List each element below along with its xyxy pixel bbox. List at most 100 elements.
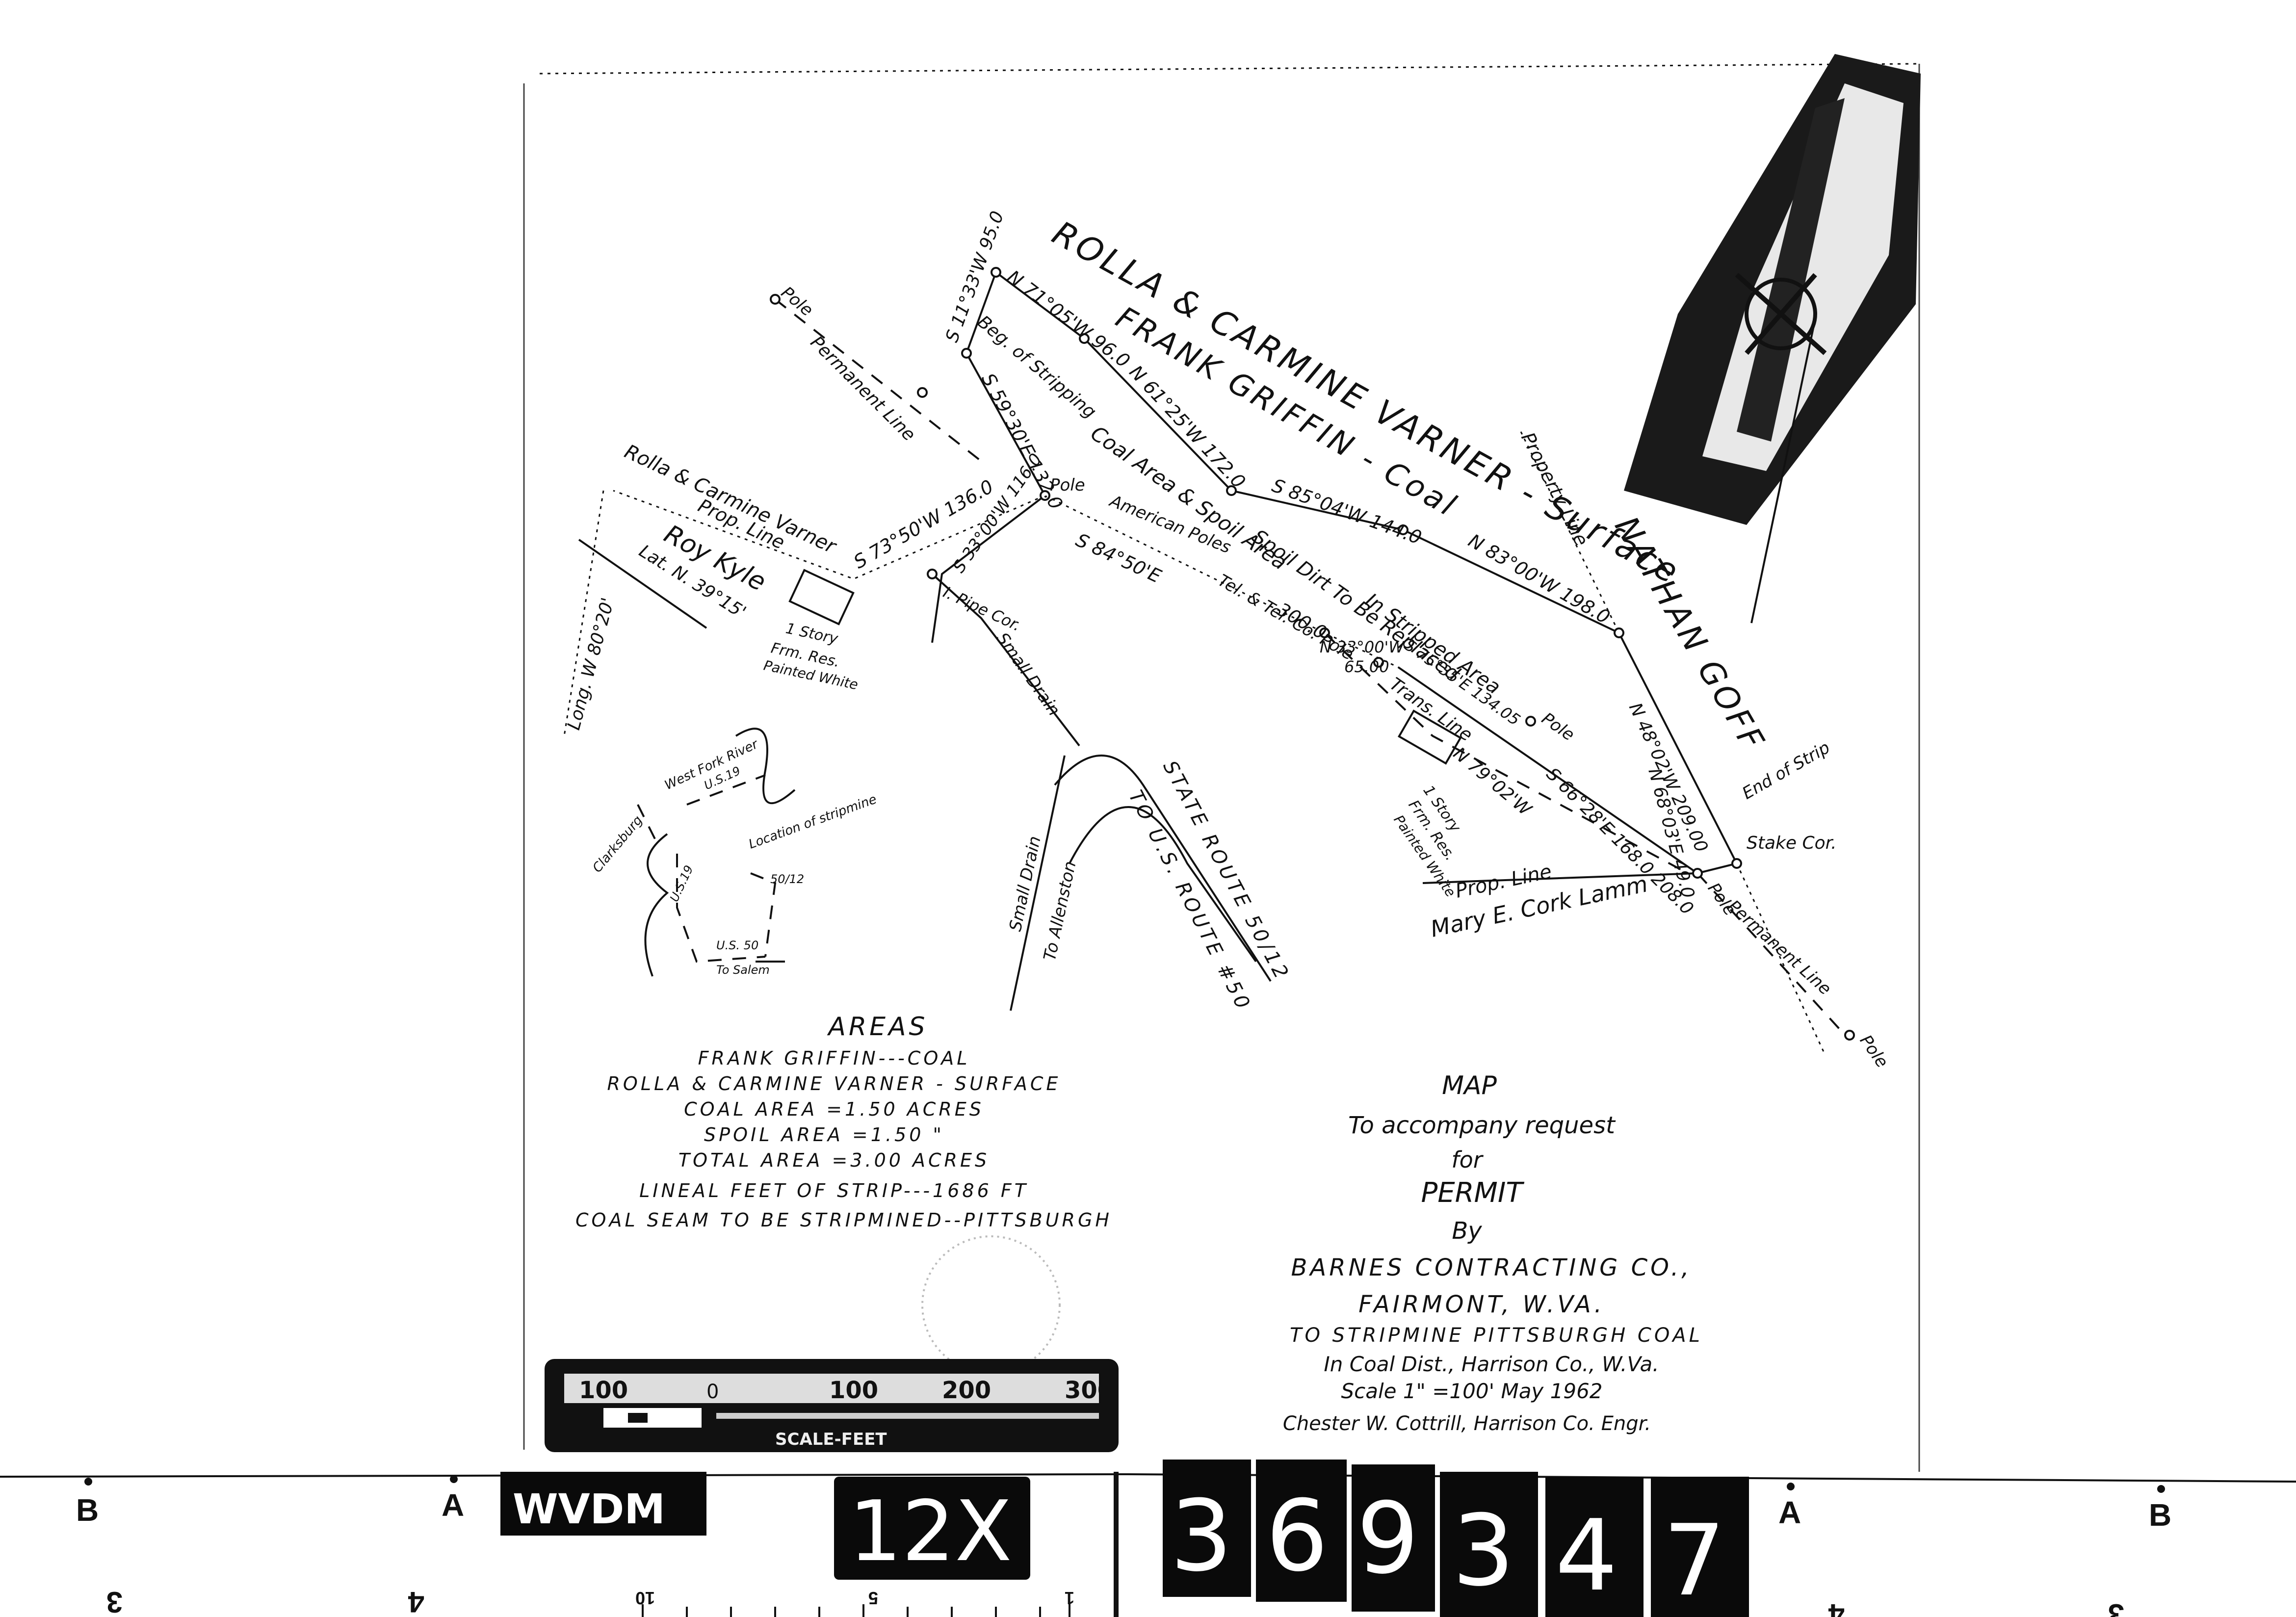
title-block-city: FAIRMONT, W.VA. xyxy=(1358,1291,1605,1318)
map-bearings-b6-dist: 198.0 xyxy=(1557,583,1614,628)
title-block-map: MAP xyxy=(1442,1071,1497,1100)
rect-mark xyxy=(788,569,855,626)
west-owner-label: Rolla & Carmine Varner xyxy=(621,440,840,558)
line-mark xyxy=(578,539,707,629)
map-bearings-b7: S 84°50'E xyxy=(1072,529,1165,587)
areas-block: AREAS FRANK GRIFFIN---COAL ROLLA & CARMI… xyxy=(575,1012,1112,1231)
archive-strip-frame-digits-0: 3 xyxy=(1170,1479,1232,1593)
archive-strip-inverted-numbers-5: 4 xyxy=(1828,1598,1845,1617)
path-mark xyxy=(637,774,777,963)
scale-bar-ticks-0: 100 xyxy=(579,1377,628,1404)
rect-mark xyxy=(1397,709,1462,765)
frame-number: 3 6 9 3 4 7 xyxy=(1163,1460,1749,1617)
rect-mark xyxy=(1256,1460,1347,1602)
map-bearings-b13: S 66°28'E xyxy=(1542,764,1618,839)
rect-mark xyxy=(1440,1472,1538,1617)
areas-title: AREAS xyxy=(827,1012,928,1042)
circle-mark xyxy=(1731,858,1742,869)
circle-mark xyxy=(1040,490,1050,501)
map-bearings-b1: N 71°05'W xyxy=(1003,266,1097,344)
map-labels-pole: Pole xyxy=(1050,475,1085,495)
circle-mark xyxy=(450,1475,458,1483)
map-bearings-b3: S 59°30'E xyxy=(977,370,1039,461)
map-labels-small-drain: Small Drain xyxy=(1006,835,1045,933)
circle-mark xyxy=(1745,278,1817,350)
circle-mark xyxy=(1398,524,1409,535)
archive-strip-inverted-numbers-6: 3 xyxy=(2108,1598,2124,1617)
map-labels-to-town: To Allenston xyxy=(1040,860,1080,963)
polyline-mark xyxy=(1010,755,1066,1011)
map-labels-permanent-line: Permanent Line xyxy=(1724,896,1835,999)
survey-lines xyxy=(563,267,1855,1055)
areas-line1: FRANK GRIFFIN---COAL xyxy=(698,1047,970,1069)
circle-mark xyxy=(917,387,928,398)
circle-mark xyxy=(1079,333,1090,344)
title-block-line1: To accompany request xyxy=(1348,1112,1616,1139)
areas-line4: SPOIL AREA =1.50 " xyxy=(704,1124,944,1146)
site-photo xyxy=(1624,54,1921,525)
circle-mark xyxy=(961,348,972,359)
reduction-label: 12X xyxy=(849,1483,1012,1580)
rect-mark xyxy=(1352,1464,1435,1612)
polyline-mark xyxy=(1324,632,1688,874)
repository-badge xyxy=(500,1472,706,1536)
line-mark xyxy=(1745,273,1817,355)
scale-bar: 100 0 100 200 300 SCALE-FEET xyxy=(545,1359,1119,1452)
title-block-line2: for xyxy=(1451,1147,1484,1173)
circle-mark xyxy=(991,267,1001,278)
circle-mark xyxy=(84,1478,92,1486)
areas-line7: COAL SEAM TO BE STRIPMINED--PITTSBURGH xyxy=(575,1209,1112,1231)
map-bearings-b5: S 85°04'W xyxy=(1269,474,1369,528)
archive-strip-right-marks-1: B xyxy=(2149,1497,2171,1533)
circle-mark xyxy=(1692,868,1703,879)
areas-line5: TOTAL AREA =3.00 ACRES xyxy=(678,1149,990,1171)
rect-mark xyxy=(1163,1460,1251,1597)
north-arrow-line xyxy=(1750,318,1816,624)
rect-mark xyxy=(1651,1477,1749,1617)
areas-line2: ROLLA & CARMINE VARNER - SURFACE xyxy=(607,1073,1061,1095)
circle-mark xyxy=(1226,485,1237,496)
map-labels-small-drain: Small Drain xyxy=(992,629,1064,720)
areas-line6: LINEAL FEET OF STRIP---1686 FT xyxy=(639,1180,1029,1201)
archive-strip-inverted-numbers-0: 3 xyxy=(106,1586,123,1617)
map-bearings-b4-dist: 172.0 xyxy=(1198,439,1250,493)
polyline-mark xyxy=(1044,495,1399,668)
circle-mark xyxy=(1525,716,1536,727)
map-labels-pole: Pole xyxy=(1856,1031,1892,1071)
map-bearings-b10: N 33°00'W xyxy=(1320,638,1405,656)
map-labels-pole: Pole xyxy=(777,283,817,320)
archive-strip-frame-digits-1: 6 xyxy=(1266,1479,1328,1593)
map-bearings-b5-dist: 144.0 xyxy=(1367,510,1424,549)
title-block-purpose: TO STRIPMINE PITTSBURGH COAL xyxy=(1290,1324,1703,1347)
map-bearings-b13-dist: 168.0 xyxy=(1608,829,1658,879)
archive-strip-frame-digits-2: 9 xyxy=(1357,1482,1419,1596)
polyline-mark xyxy=(1736,863,1826,1055)
map-inset-route-50-12: 50/12 xyxy=(770,872,804,886)
archive-strip: B A A B WVDM 12X 3 6 9 3 4 7 3 4 10 5 1 … xyxy=(0,1460,2296,1617)
map-bearings-b2-dist: 95.0 xyxy=(976,209,1008,252)
archive-strip-inverted-numbers-2: 10 xyxy=(635,1588,655,1608)
circle-mark xyxy=(1844,1030,1855,1041)
line-mark xyxy=(563,490,604,736)
polyline-mark xyxy=(613,490,1045,580)
polyline-mark xyxy=(1422,872,1698,884)
archive-strip-left-marks-1: A xyxy=(442,1487,464,1523)
title-block-location: In Coal Dist., Harrison Co., W.Va. xyxy=(1324,1352,1659,1376)
map-inset-us19: U.S.19 xyxy=(667,863,696,904)
line-mark xyxy=(539,63,1919,75)
polygon-mark xyxy=(1737,98,1845,442)
circle-mark xyxy=(927,569,938,579)
circle-mark xyxy=(1373,657,1384,668)
areas-line3: COAL AREA =1.50 ACRES xyxy=(684,1098,984,1120)
rect-mark xyxy=(564,1374,1099,1403)
map-bearings-b6: N 83°00'W xyxy=(1465,530,1563,599)
map-labels-stake-cor: Stake Cor. xyxy=(1747,833,1837,853)
polyline-mark xyxy=(1520,431,1620,633)
map-inset-to-salem: To Salem xyxy=(716,963,770,977)
map-labels-long: Long. W 80°20' xyxy=(564,596,618,732)
title-block-permit: PERMIT xyxy=(1421,1177,1524,1209)
scale-bar-ticks-2: 100 xyxy=(829,1377,878,1404)
title-block-by: By xyxy=(1452,1217,1482,1245)
polyline-mark xyxy=(774,298,982,462)
